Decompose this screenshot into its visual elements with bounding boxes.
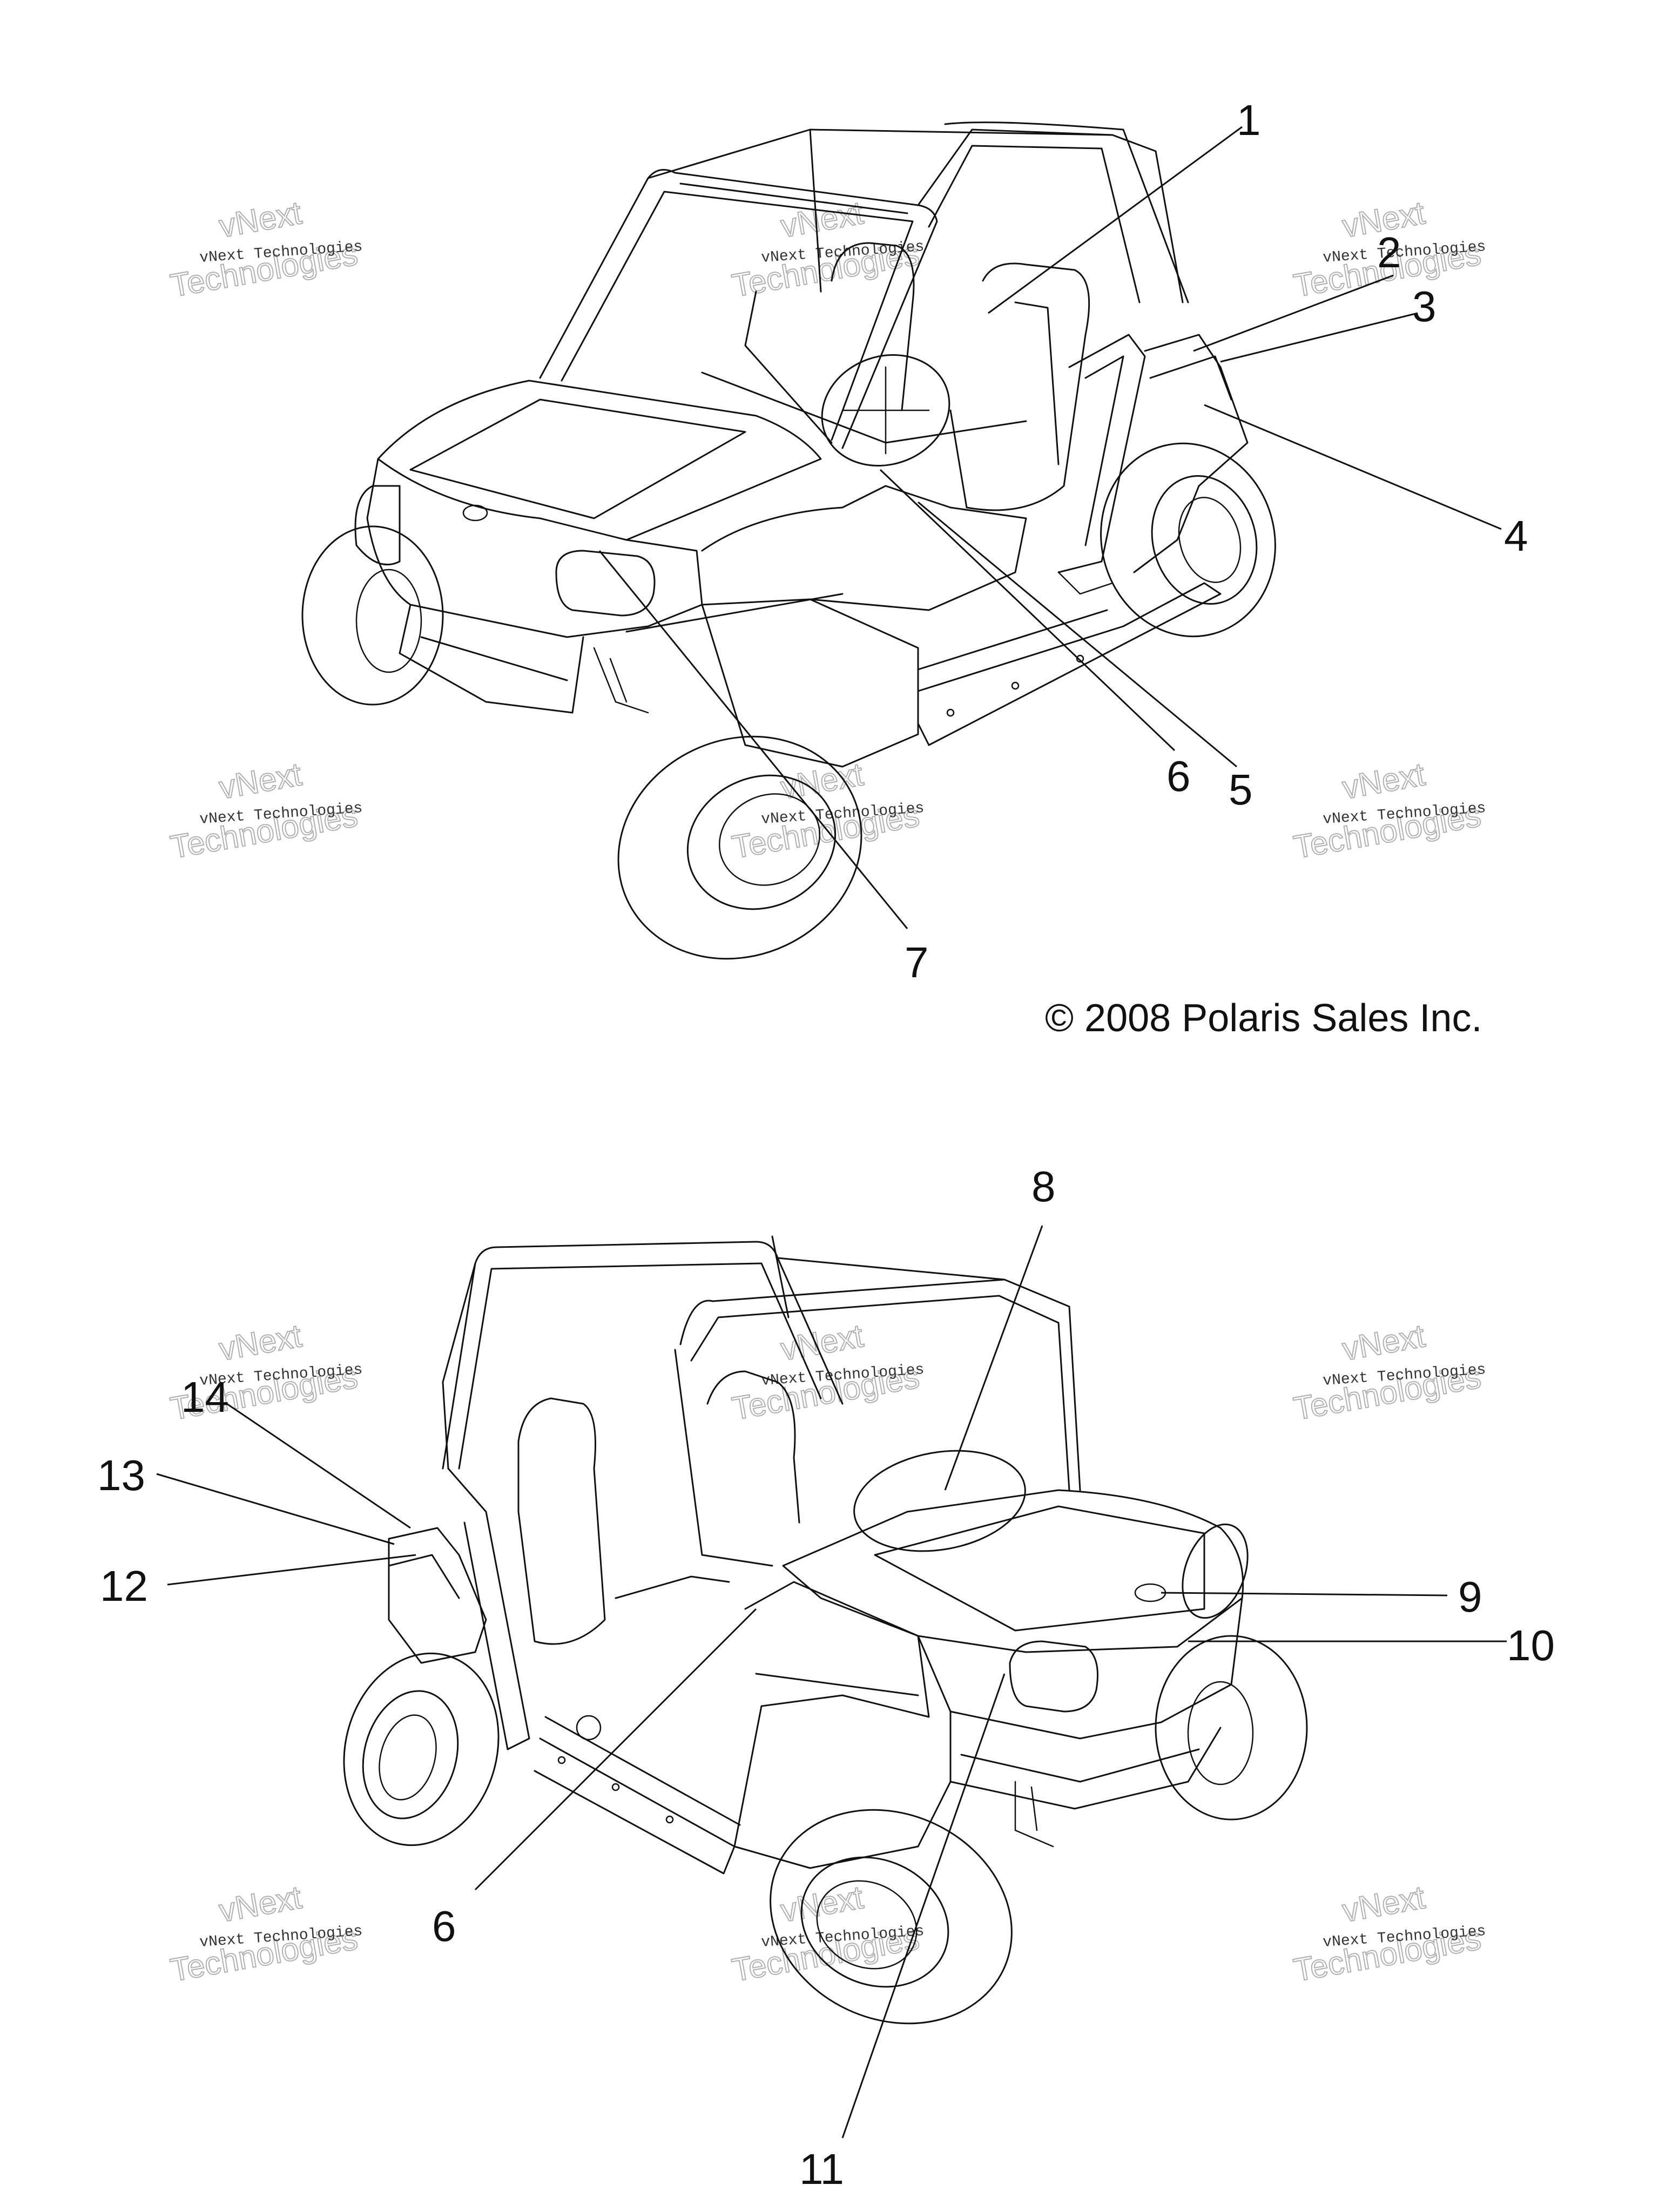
callout-2: 2 [1377,228,1401,276]
callout-8: 8 [1031,1162,1056,1210]
svg-text:vNext: vNext [217,756,305,806]
svg-text:vNext: vNext [217,194,305,245]
vehicle-top-illustration [301,121,1276,960]
watermark-5: vNext Technologies vNext Technologies [729,755,925,866]
watermark-6: vNext Technologies vNext Technologies [1291,755,1487,866]
callout-7: 7 [905,938,929,986]
callout-11: 11 [799,2145,844,2193]
leader-lines-bottom [156,1225,1507,2139]
svg-text:vNext: vNext [778,1317,866,1368]
svg-text:vNext: vNext [1340,1879,1428,1929]
vehicle-bottom-illustration [343,1235,1308,2025]
leader-lines-top [598,126,1502,929]
watermark-1: vNext Technologies vNext Technologies [167,194,363,305]
callouts-bottom: 8 9 10 11 6 12 13 14 [97,1162,1555,2193]
callouts-top: 1 2 3 4 5 6 7 [905,96,1528,986]
callout-6-bottom: 6 [432,1902,456,1950]
svg-text:vNext: vNext [217,1879,305,1929]
watermarks: vNext Technologies vNext Technologies vN… [167,194,1487,1989]
callout-14: 14 [181,1373,229,1421]
callout-4: 4 [1504,512,1528,560]
svg-text:vNext: vNext [1340,1317,1428,1368]
callout-5: 5 [1229,766,1253,814]
watermark-11: vNext Technologies vNext Technologies [729,1878,925,1989]
svg-text:vNext: vNext [1340,756,1428,806]
callout-3: 3 [1412,282,1437,330]
callout-10: 10 [1507,1621,1555,1669]
watermark-8: vNext Technologies vNext Technologies [729,1317,925,1428]
callout-1: 1 [1237,96,1261,144]
watermark-10: vNext Technologies vNext Technologies [167,1878,363,1989]
callout-9: 9 [1458,1573,1482,1621]
copyright-notice: © 2008 Polaris Sales Inc. [1045,997,1482,1040]
svg-text:vNext: vNext [778,1879,866,1929]
watermark-12: vNext Technologies vNext Technologies [1291,1878,1487,1989]
watermark-9: vNext Technologies vNext Technologies [1291,1317,1487,1428]
callout-13: 13 [97,1451,145,1499]
callout-12: 12 [100,1562,148,1610]
svg-text:vNext: vNext [217,1317,305,1368]
watermark-4: vNext Technologies vNext Technologies [167,755,363,866]
callout-6: 6 [1166,752,1191,800]
